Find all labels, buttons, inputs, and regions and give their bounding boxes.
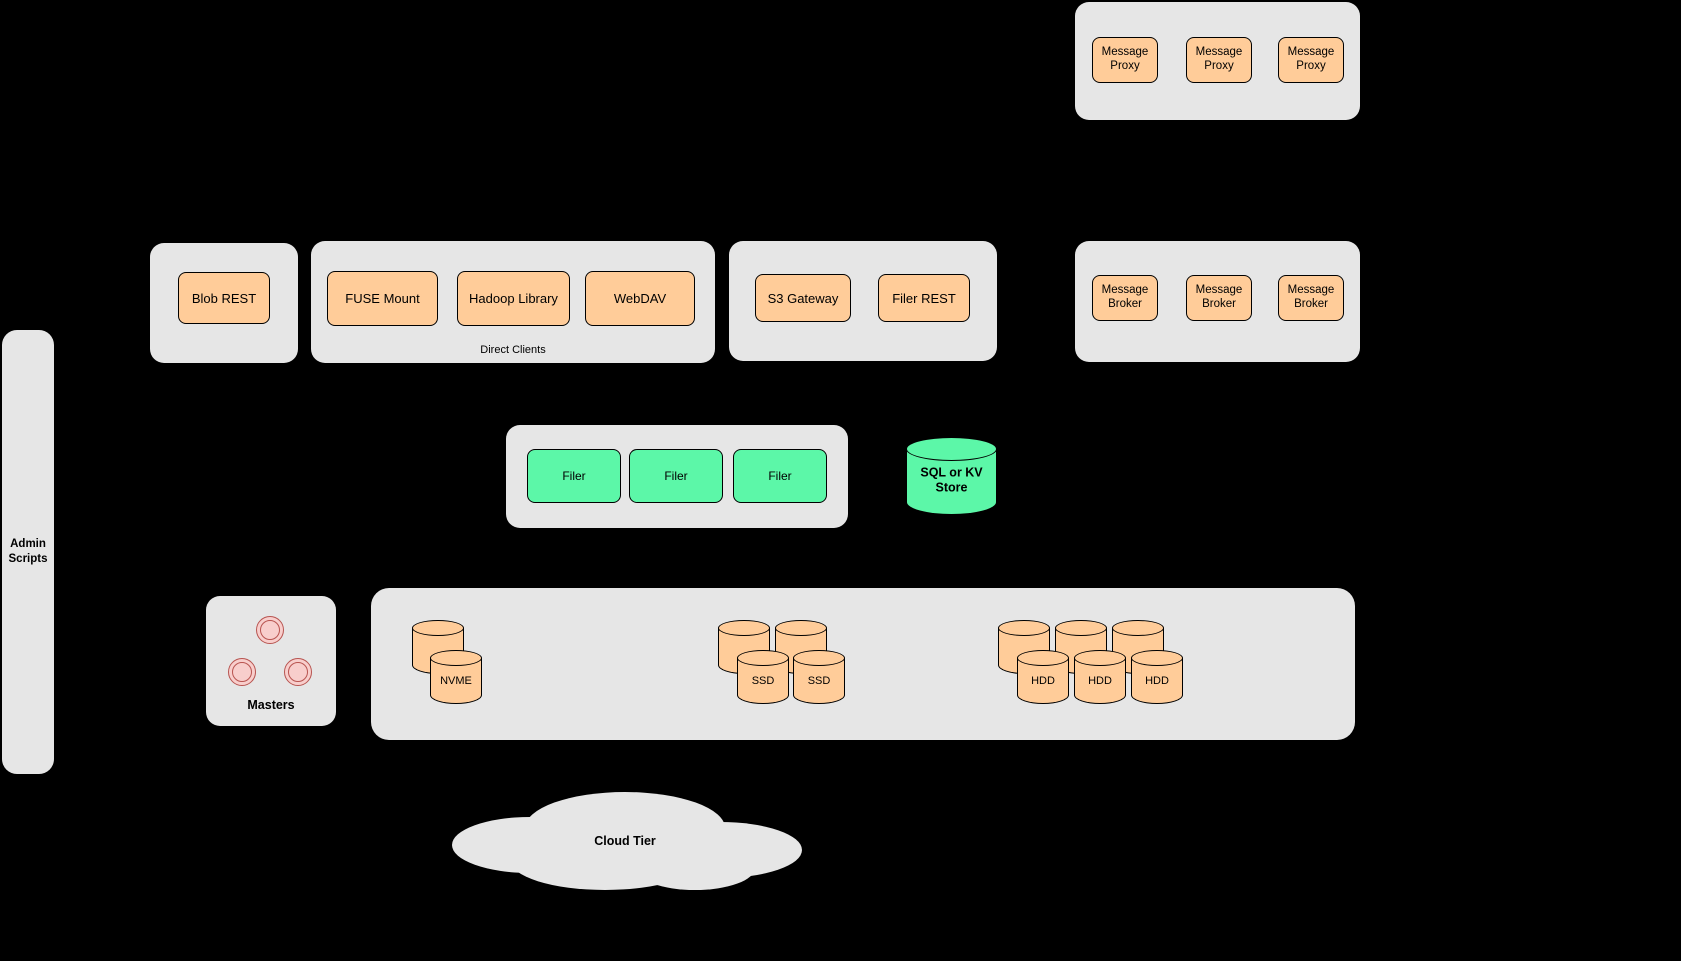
message-broker-label: Message Broker [1195,284,1243,310]
filer-rest-label: Filer REST [892,290,956,306]
message-broker-node: Message Broker [1092,275,1158,321]
nvme-label: NVME [440,675,472,688]
filer-rest-node: Filer REST [878,274,970,322]
ssd-label: SSD [751,675,775,688]
cylinder-top [737,650,789,666]
master-node-icon [256,616,284,644]
masters-group: Masters [206,596,336,726]
s3-gateway-label: S3 Gateway [767,290,839,306]
message-proxy-group: Message Proxy Message Proxy Message Prox… [1075,2,1360,120]
hdd-label: HDD [1145,675,1169,688]
cloud-tier-label: Cloud Tier [594,834,656,848]
filer-group: Filer Filer Filer [506,425,848,528]
message-broker-node: Message Broker [1186,275,1252,321]
admin-scripts-panel: Admin Scripts [2,330,54,774]
blob-rest-node: Blob REST [178,272,270,324]
message-broker-group: Message Broker Message Broker Message Br… [1075,241,1360,362]
cylinder-top [793,650,845,666]
message-proxy-label: Message Proxy [1287,46,1335,72]
message-proxy-node: Message Proxy [1092,37,1158,83]
message-broker-node: Message Broker [1278,275,1344,321]
master-node-icon [284,658,312,686]
cylinder-top [412,620,464,636]
hdd-label: HDD [1031,675,1055,688]
admin-scripts-label: Admin Scripts [8,538,48,565]
hadoop-library-label: Hadoop Library [469,291,558,306]
sql-kv-store-cylinder: SQL or KV Store [906,437,997,515]
hdd-disk-cylinder: HDD [1131,650,1183,704]
gateway-group: S3 Gateway Filer REST [729,241,997,361]
masters-label: Masters [247,698,295,712]
hdd-label: HDD [1088,675,1112,688]
cylinder-top [1131,650,1183,666]
ssd-label: SSD [807,675,831,688]
hdd-disk-cylinder: HDD [1017,650,1069,704]
cylinder-top [998,620,1050,636]
ssd-disk-cylinder: SSD [793,650,845,704]
cylinder-body [793,658,845,704]
filer-label: Filer [562,469,586,483]
cylinder-top [775,620,827,636]
message-proxy-label: Message Proxy [1101,46,1149,72]
cloud-icon [452,792,802,890]
direct-clients-caption: Direct Clients [480,344,546,356]
cylinder-top [1055,620,1107,636]
s3-gateway-node: S3 Gateway [755,274,851,322]
cylinder-top [1017,650,1069,666]
hdd-disk-cylinder: HDD [1074,650,1126,704]
direct-clients-group: FUSE Mount Hadoop Library WebDAV Direct … [311,241,715,363]
webdav-label: WebDAV [613,291,667,306]
hadoop-library-node: Hadoop Library [457,271,570,326]
message-proxy-node: Message Proxy [1278,37,1344,83]
cylinder-top [430,650,482,666]
filer-label: Filer [664,469,688,483]
message-proxy-label: Message Proxy [1195,46,1243,72]
fuse-mount-label: FUSE Mount [345,291,420,306]
cylinder-top [718,620,770,636]
sql-kv-store-label: SQL or KV Store [920,465,983,495]
filer-node: Filer [527,449,621,503]
message-proxy-node: Message Proxy [1186,37,1252,83]
blob-rest-group: Blob REST [150,243,298,363]
fuse-mount-node: FUSE Mount [327,271,438,326]
master-node-icon [228,658,256,686]
nvme-disk-cylinder: NVME [430,650,482,704]
volume-servers-group: NVME SSD SSD [371,588,1355,740]
filer-label: Filer [768,469,792,483]
filer-node: Filer [629,449,723,503]
cylinder-top [1112,620,1164,636]
cylinder-top [906,437,997,461]
filer-node: Filer [733,449,827,503]
webdav-node: WebDAV [585,271,695,326]
message-broker-label: Message Broker [1287,284,1335,310]
cylinder-top [1074,650,1126,666]
ssd-disk-cylinder: SSD [737,650,789,704]
cloud-tier-shape: Cloud Tier [445,790,805,895]
message-broker-label: Message Broker [1101,284,1149,310]
blob-rest-label: Blob REST [191,290,257,306]
